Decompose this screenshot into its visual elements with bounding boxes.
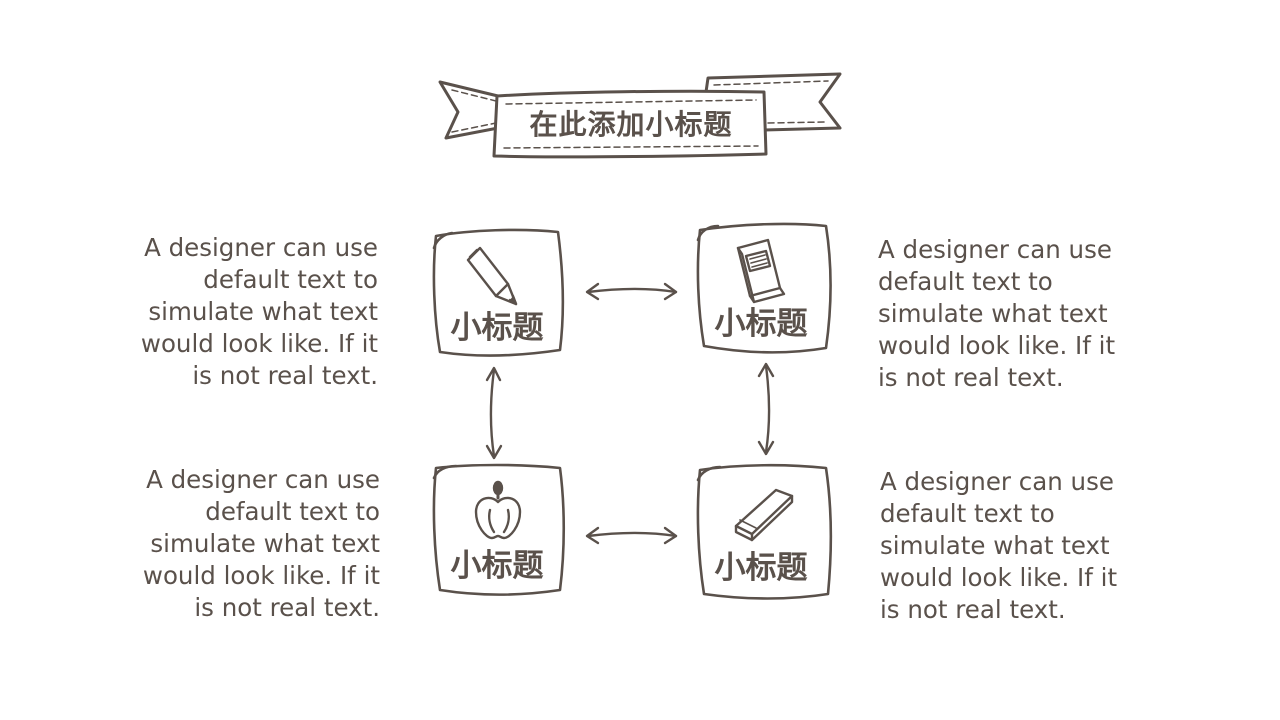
description-bottom-left: A designer can use default text to simul…: [130, 464, 380, 624]
eraser-icon: [696, 468, 826, 548]
card-label: 小标题: [696, 550, 826, 586]
arrow-bottom: [588, 533, 676, 536]
ribbon-left-tail: [440, 82, 498, 138]
card-apple: 小标题: [432, 466, 562, 594]
card-label: 小标题: [432, 310, 562, 346]
description-top-right: A designer can use default text to simul…: [878, 234, 1128, 394]
description-top-left: A designer can use default text to simul…: [128, 232, 378, 392]
card-book: 小标题: [696, 226, 826, 354]
description-bottom-right: A designer can use default text to simul…: [880, 466, 1130, 626]
arrow-top: [588, 289, 676, 292]
pencil-icon: [432, 230, 562, 310]
apple-icon: [432, 466, 562, 546]
card-pencil: 小标题: [432, 230, 562, 358]
card-label: 小标题: [696, 306, 826, 342]
card-eraser: 小标题: [696, 468, 826, 596]
arrow-left: [491, 370, 494, 456]
book-icon: [696, 226, 826, 306]
card-label: 小标题: [432, 548, 562, 584]
banner-title: 在此添加小标题: [500, 104, 762, 146]
arrow-right: [766, 366, 769, 452]
